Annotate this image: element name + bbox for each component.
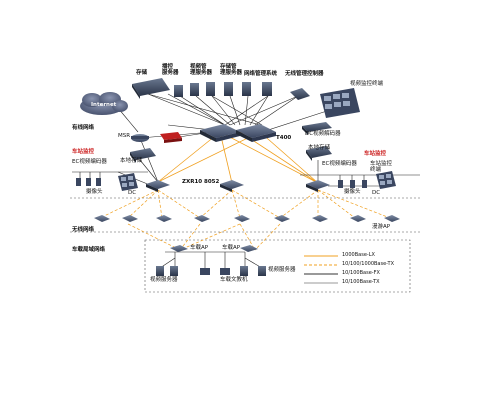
legend-label-2: 10/100Base-FX bbox=[342, 270, 380, 276]
video-server-right-label: 视频服务器 bbox=[268, 267, 296, 273]
wireless-aps bbox=[94, 215, 400, 222]
left-station-devices bbox=[76, 173, 138, 191]
dc-right-label: DC bbox=[372, 190, 381, 196]
dc-decoder-label: DC视频解码器 bbox=[305, 131, 341, 137]
msr-router-icon bbox=[131, 134, 149, 142]
zone-separators bbox=[70, 197, 420, 233]
wired-net-label: 有线网络 bbox=[72, 125, 95, 131]
station-monitor-right-label: 车站监控 bbox=[364, 151, 387, 157]
monitor-wall-label: 视频监控终端 bbox=[350, 81, 384, 87]
internet-cloud bbox=[80, 92, 128, 115]
local-storage-left-label: 本地存储 bbox=[120, 158, 143, 164]
wireless-controller-label: 无线管理控制器 bbox=[285, 71, 324, 77]
storage-mgmt-server-label: 存储管 理服务器 bbox=[220, 64, 243, 76]
camera-left-label: 摄像头 bbox=[86, 189, 103, 195]
access-switches bbox=[146, 180, 330, 192]
vehicle-wiring bbox=[159, 251, 263, 270]
video-server-left-label: 视频服务器 bbox=[150, 277, 178, 283]
roaming-ap-label: 漫游AP bbox=[372, 224, 391, 230]
vehicle-ap-left-label: 车载AP bbox=[190, 245, 209, 251]
core-switches-t400 bbox=[200, 124, 276, 142]
local-storage-icons bbox=[130, 146, 332, 163]
bidding-server-label: 播控 服务器 bbox=[162, 64, 179, 76]
storage-label: 存储 bbox=[136, 70, 148, 76]
vehicle-pc-label: 车载文教机 bbox=[220, 277, 248, 283]
server-towers bbox=[174, 82, 310, 100]
monitor-wall-icon bbox=[320, 88, 360, 118]
dc-left-label: DC bbox=[128, 190, 137, 196]
vehicle-devices bbox=[156, 245, 266, 276]
dc-decoder-icon bbox=[302, 122, 332, 135]
msr-label: MSR bbox=[118, 133, 131, 139]
wireless-net-label: 无线网络 bbox=[72, 227, 95, 233]
ec-encoder-right-label: EC视频编码器 bbox=[322, 161, 357, 167]
camera-right-label: 摄像头 bbox=[344, 189, 361, 195]
vehicle-net-label: 车载局域网络 bbox=[72, 247, 106, 253]
vehicle-lan-box bbox=[144, 239, 411, 293]
internet-label: Internet bbox=[91, 102, 117, 108]
firewall-icon bbox=[160, 132, 182, 143]
station-monitor-left-label: 车站监控 bbox=[72, 149, 95, 155]
storage-server-icon bbox=[132, 78, 170, 99]
legend-label-1: 10/100/1000Base-TX bbox=[342, 261, 394, 267]
wireless-links bbox=[99, 189, 391, 251]
zxr10-label: ZXR10 8052 bbox=[182, 179, 220, 185]
vehicle-ap-right-label: 车载AP bbox=[222, 245, 241, 251]
legend-lines bbox=[304, 255, 338, 284]
legend-label-3: 10/100Base-TX bbox=[342, 279, 380, 285]
video-proxy-server-label: 视频管 理服务器 bbox=[190, 64, 213, 76]
t400-label: T400 bbox=[276, 135, 292, 141]
station-monitor-terminal-label: 车站监控 终端 bbox=[370, 161, 393, 173]
local-storage-right-label: 本地存储 bbox=[308, 145, 331, 151]
network-mgmt-label: 网络管理系统 bbox=[244, 71, 278, 77]
legend-label-0: 1000Base-LX bbox=[342, 252, 375, 258]
right-station-devices bbox=[338, 171, 396, 189]
ec-encoder-left-label: EC视频编码器 bbox=[72, 159, 107, 165]
